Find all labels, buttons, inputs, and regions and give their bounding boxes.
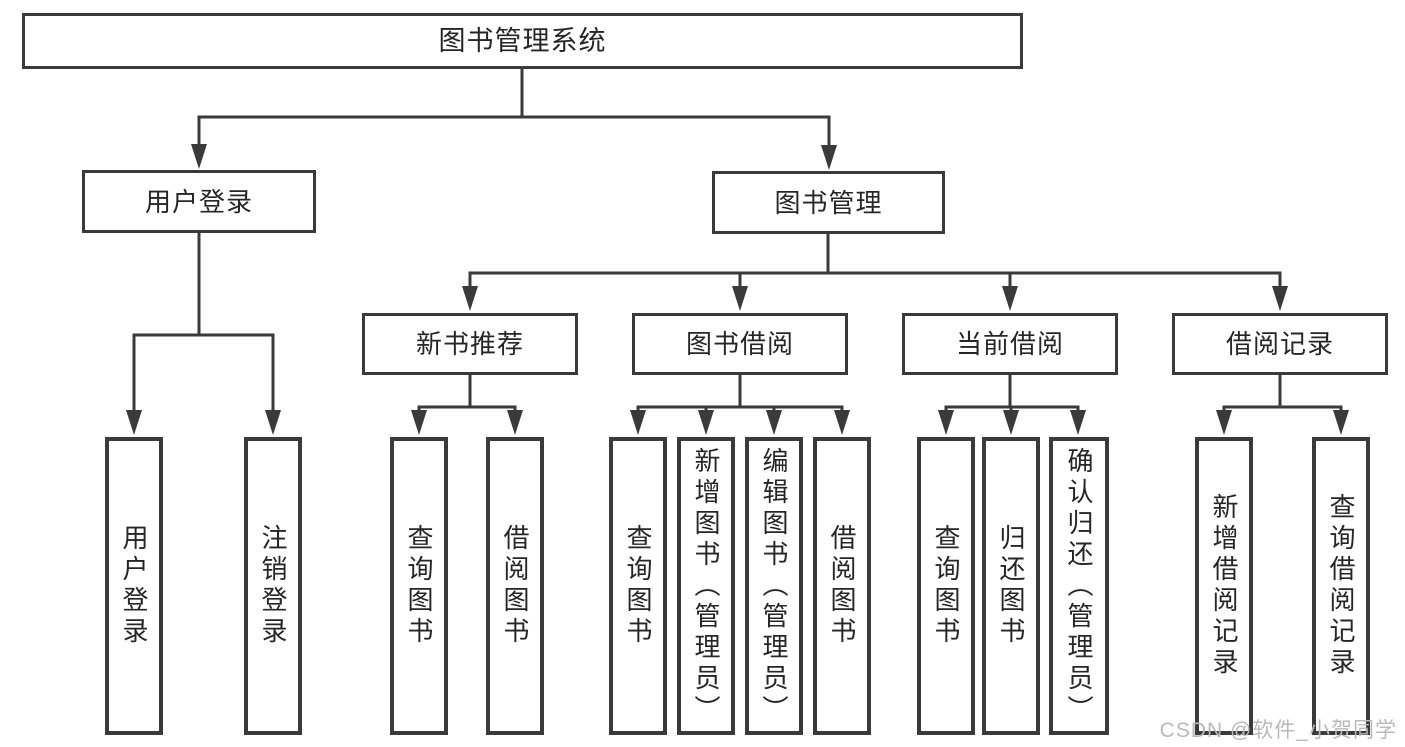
node-current-borrow: 当前借阅 bbox=[902, 313, 1118, 375]
node-label: 用户登录 bbox=[119, 524, 149, 648]
connector-current-borrow-children bbox=[938, 373, 1086, 435]
node-label: 新增图书（管理员） bbox=[691, 446, 721, 726]
connector-book-borrow-children bbox=[630, 373, 850, 435]
node-label: 借阅记录 bbox=[1225, 329, 1334, 359]
node-borrow-records: 借阅记录 bbox=[1172, 313, 1388, 375]
leaf-newbook-query-books: 查询图书 bbox=[390, 437, 448, 735]
node-label: 注销登录 bbox=[258, 524, 288, 648]
connector-user-login-children bbox=[126, 231, 281, 435]
node-label: 用户登录 bbox=[144, 186, 253, 217]
node-label: 查询图书 bbox=[623, 524, 653, 648]
node-label: 确认归还（管理员） bbox=[1064, 446, 1094, 726]
node-label: 新增借阅记录 bbox=[1209, 493, 1239, 679]
node-label: 图书管理系统 bbox=[438, 25, 607, 56]
node-label: 借阅图书 bbox=[500, 524, 530, 648]
node-label: 当前借阅 bbox=[955, 329, 1064, 359]
node-new-book-recommend: 新书推荐 bbox=[362, 313, 578, 375]
leaf-borrow-edit-books-admin: 编辑图书（管理员） bbox=[745, 437, 803, 735]
node-book-borrow: 图书借阅 bbox=[632, 313, 848, 375]
leaf-borrow-query-books: 查询图书 bbox=[609, 437, 667, 735]
node-label: 编辑图书（管理员） bbox=[759, 446, 789, 726]
node-label: 借阅图书 bbox=[827, 524, 857, 648]
leaf-logout: 注销登录 bbox=[244, 437, 302, 735]
node-label: 图书管理 bbox=[774, 187, 883, 218]
node-label: 归还图书 bbox=[996, 524, 1026, 648]
connector-new-book-children bbox=[411, 373, 523, 435]
leaf-current-return-books: 归还图书 bbox=[982, 437, 1040, 735]
node-library-system: 图书管理系统 bbox=[22, 13, 1023, 69]
csdn-watermark: CSDN @软件_小贺同学 bbox=[1159, 718, 1397, 742]
leaf-records-query-record: 查询借阅记录 bbox=[1312, 437, 1370, 735]
connector-borrow-records-children bbox=[1216, 373, 1349, 435]
node-label: 查询图书 bbox=[404, 524, 434, 648]
leaf-user-login: 用户登录 bbox=[105, 437, 163, 735]
node-label: 查询图书 bbox=[931, 524, 961, 648]
node-label: 图书借阅 bbox=[685, 329, 794, 359]
node-book-management: 图书管理 bbox=[712, 171, 945, 234]
connector-book-mgmt-children bbox=[462, 232, 1288, 311]
leaf-records-add-record: 新增借阅记录 bbox=[1195, 437, 1253, 735]
node-label: 查询借阅记录 bbox=[1326, 493, 1356, 679]
connector-root-to-level2 bbox=[191, 67, 837, 170]
node-label: 新书推荐 bbox=[415, 329, 524, 359]
leaf-borrow-borrow-books: 借阅图书 bbox=[813, 437, 871, 735]
leaf-borrow-add-books-admin: 新增图书（管理员） bbox=[677, 437, 735, 735]
leaf-newbook-borrow-books: 借阅图书 bbox=[486, 437, 544, 735]
leaf-current-confirm-return-admin: 确认归还（管理员） bbox=[1049, 437, 1109, 735]
node-user-login: 用户登录 bbox=[82, 170, 316, 233]
leaf-current-query-books: 查询图书 bbox=[917, 437, 975, 735]
